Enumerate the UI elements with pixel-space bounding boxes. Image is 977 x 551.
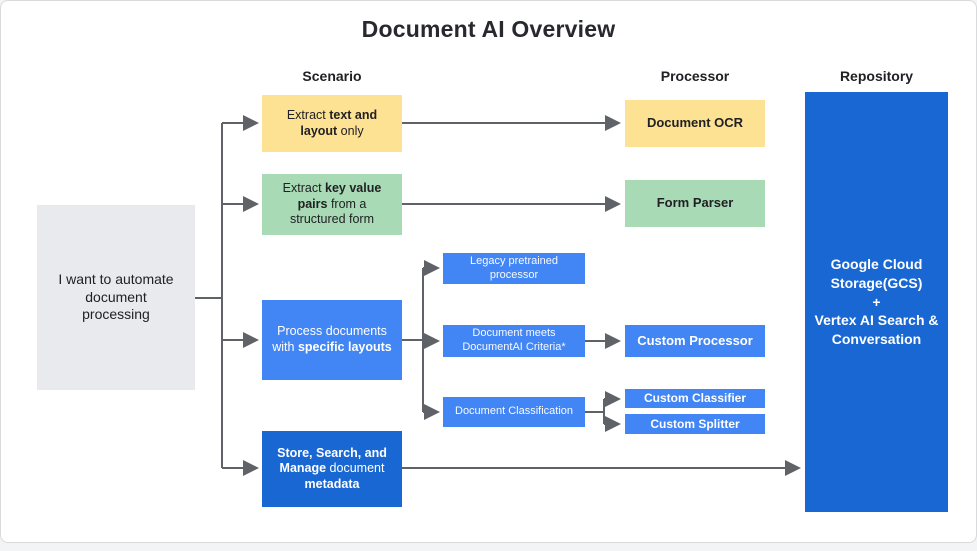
column-header-processor: Processor	[660, 68, 730, 84]
column-header-scenario: Scenario	[302, 68, 362, 84]
processor-form-parser: Form Parser	[625, 180, 765, 227]
column-header-repository: Repository	[839, 68, 914, 84]
processor-custom-processor: Custom Processor	[625, 325, 765, 357]
processor-document-ocr: Document OCR	[625, 100, 765, 147]
processor-custom-splitter: Custom Splitter	[625, 414, 765, 434]
option-document-classification: Document Classification	[443, 397, 585, 427]
processor-custom-classifier: Custom Classifier	[625, 389, 765, 408]
diagram-title: Document AI Overview	[361, 16, 616, 42]
